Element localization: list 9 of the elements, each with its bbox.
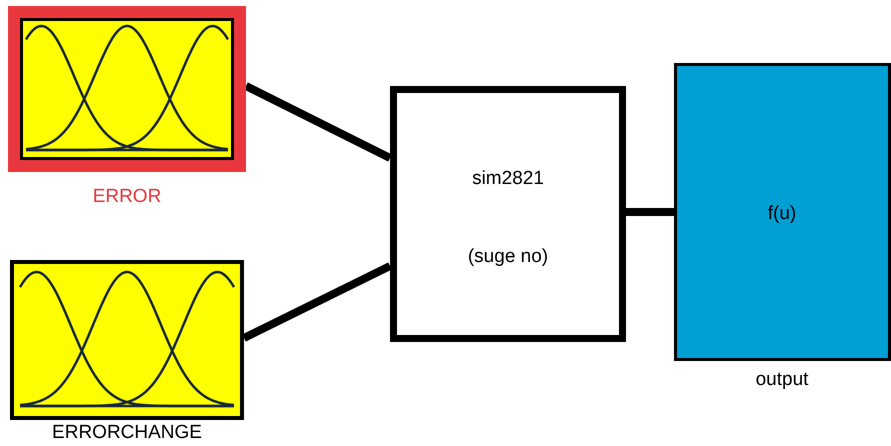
block-text: (suge no) [468, 246, 548, 268]
block-text: f(u) [768, 203, 796, 225]
input-label: ERRORCHANGE [52, 422, 202, 444]
connector-line [626, 208, 674, 216]
block-label: output [756, 369, 808, 391]
block-text: sim2821 [472, 168, 544, 190]
connector-line [242, 262, 392, 342]
connector-line [244, 82, 392, 162]
input-label: ERROR [92, 186, 162, 208]
